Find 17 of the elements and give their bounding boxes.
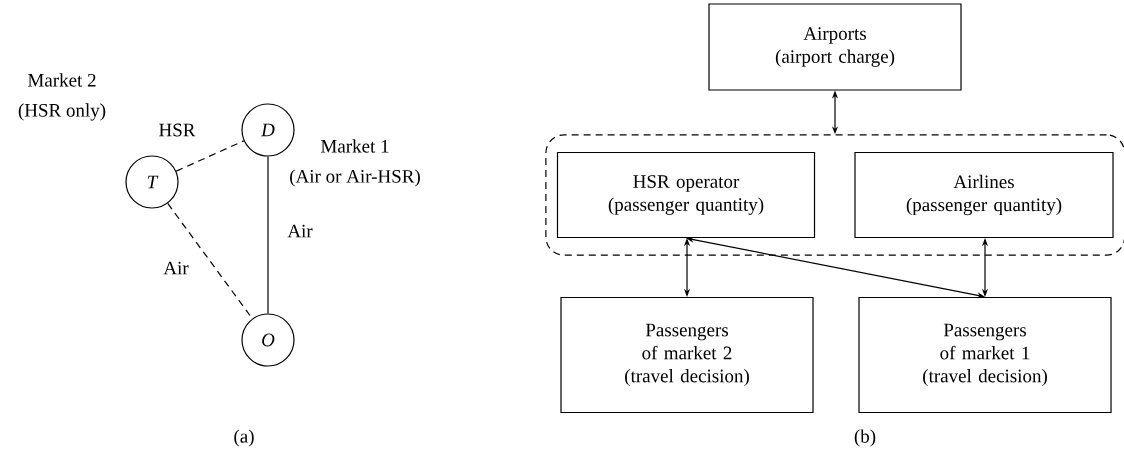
- market-label: Market 1: [321, 139, 389, 153]
- panel-label: (b): [854, 429, 876, 447]
- edge-label: HSR: [157, 122, 197, 138]
- process-box: Passengers of market 1 (travel decision): [858, 296, 1112, 414]
- edge-label: Air: [162, 260, 190, 276]
- connector-line: [267, 156, 269, 314]
- process-box: Airlines (passenger quantity): [854, 151, 1114, 239]
- process-box: Passengers of market 2 (travel decision): [560, 296, 814, 414]
- group-box: [545, 134, 1124, 256]
- market-label: Market 2: [28, 73, 96, 87]
- process-box: Airports (airport charge): [708, 3, 962, 91]
- market-label: (HSR only): [18, 103, 106, 121]
- market-label: (Air or Air-HSR): [290, 169, 420, 187]
- edge-label: Air: [286, 223, 314, 239]
- connector-line: [175, 140, 245, 172]
- process-box: HSR operator (passenger quantity): [556, 151, 816, 239]
- panel-label: (a): [234, 429, 254, 447]
